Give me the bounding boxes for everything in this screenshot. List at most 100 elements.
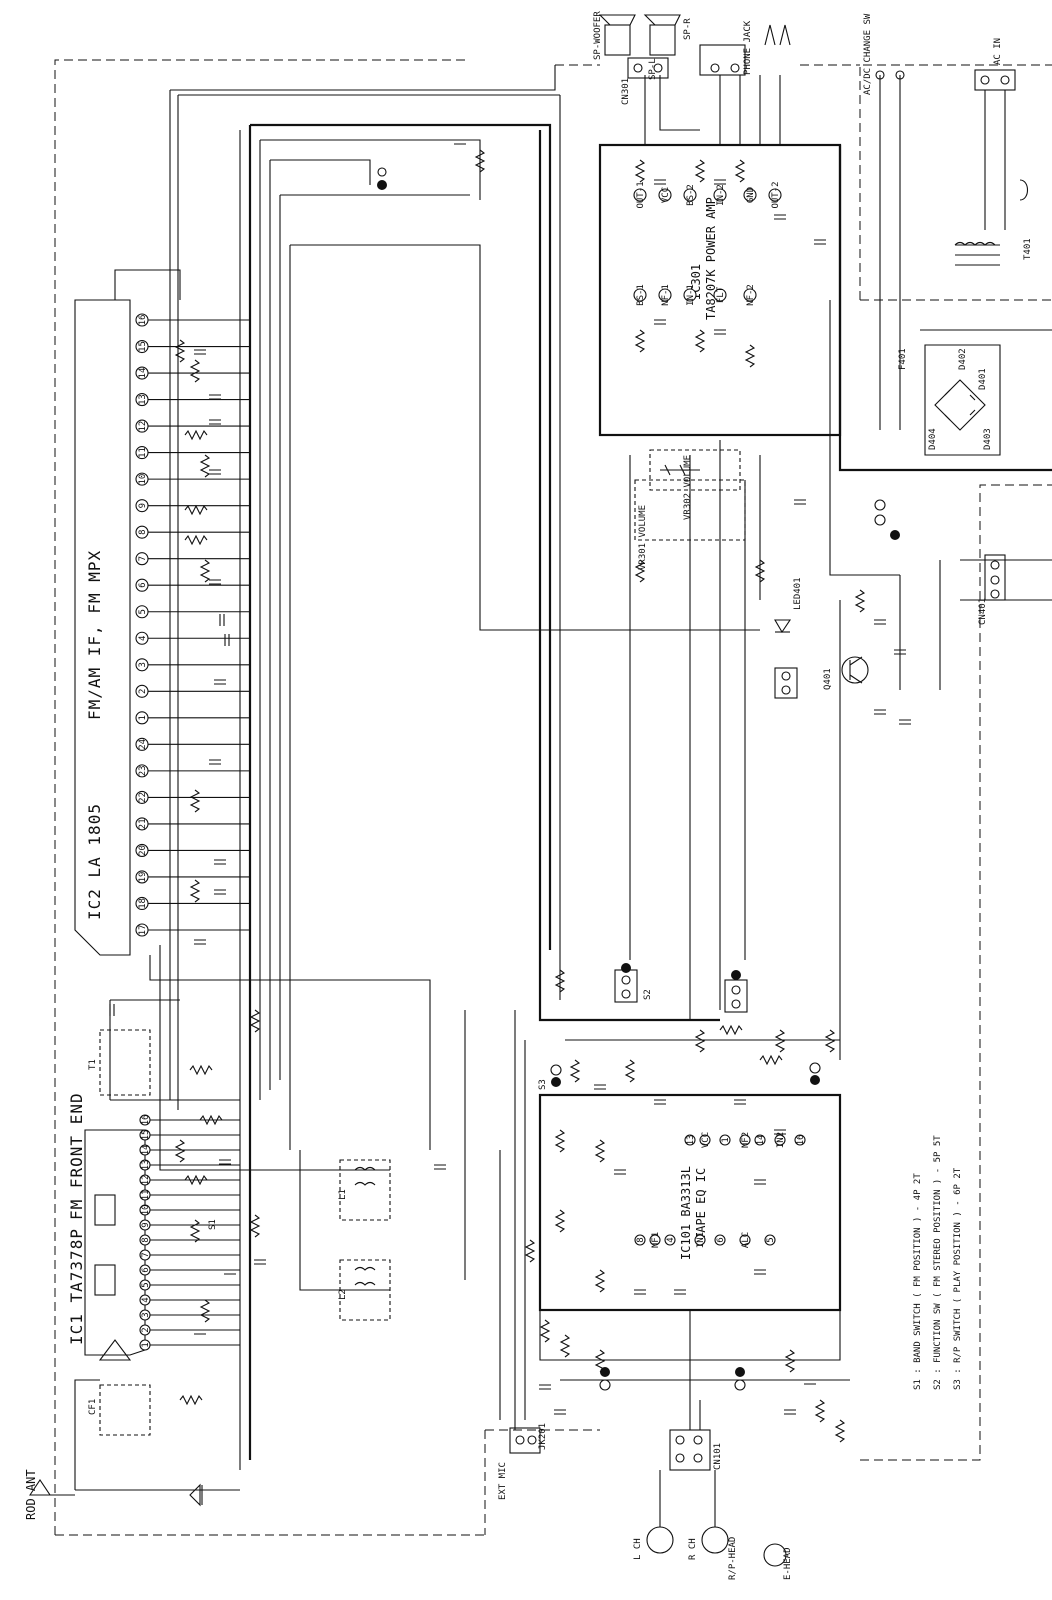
sp-woofer-label: SP-WOOFER: [593, 11, 603, 60]
ic1-pin-16: 16: [139, 1114, 151, 1126]
svg-text:NF-1: NF-1: [661, 284, 671, 306]
ic1-pin-7: 7: [139, 1249, 151, 1261]
svg-text:NF2: NF2: [741, 1132, 751, 1148]
svg-text:1: 1: [721, 1137, 731, 1142]
r-ch-head: [701, 1526, 729, 1554]
ic1-pin-10: 10: [139, 1204, 151, 1216]
svg-text:14: 14: [756, 1135, 766, 1146]
ic101-subtitle: TAPE EQ IC: [694, 1168, 708, 1240]
speaker-right: [649, 24, 676, 56]
svg-text:ALC: ALC: [741, 1232, 751, 1248]
f401-label: F401: [898, 348, 908, 370]
svg-text:8: 8: [141, 1237, 151, 1242]
q401-transistor: [841, 656, 869, 684]
ic2-pin-11: 11: [135, 446, 149, 460]
svg-text:19: 19: [138, 872, 148, 883]
ic301-pin-7: NF-1: [658, 284, 672, 306]
svg-text:4: 4: [138, 636, 148, 641]
svg-text:16: 16: [796, 1135, 806, 1146]
svg-text:16: 16: [138, 315, 148, 326]
ic101-bottom-pin-5: ALC: [739, 1232, 751, 1248]
wiring: [74, 65, 1052, 1491]
svg-text:8: 8: [138, 529, 148, 534]
svg-text:IN-2: IN-2: [716, 184, 726, 206]
svg-text:BS-2: BS-2: [686, 184, 696, 206]
erase-head: [763, 1543, 787, 1567]
svg-text:10: 10: [141, 1205, 151, 1216]
ic2-block: IC2 LA 1805 FM/AM IF, FM MPX 16151413121…: [74, 269, 250, 956]
ic2-pin-20: 20: [135, 843, 149, 857]
ic1-pin-15: 15: [139, 1129, 151, 1141]
svg-text:5: 5: [766, 1237, 776, 1242]
svg-text:13: 13: [141, 1160, 151, 1171]
ic101-bottom-pin-2: 4: [664, 1234, 676, 1246]
transformer-t401: T401: [954, 238, 1033, 266]
l2-label: L2: [338, 1289, 348, 1300]
svg-text:OUT-2: OUT-2: [771, 181, 781, 208]
s1-contact: [377, 180, 387, 190]
d403-label: D403: [983, 428, 993, 450]
ic101-top-pin-4: 14: [754, 1134, 766, 1146]
ic101-top-pin-0: 13: [684, 1134, 696, 1146]
svg-text:4: 4: [666, 1237, 676, 1242]
ic2-pin-12: 12: [135, 419, 149, 433]
ic2-pin-19: 19: [135, 870, 149, 884]
svg-text:15: 15: [141, 1130, 151, 1141]
svg-text:13: 13: [138, 394, 148, 405]
svg-text:BS-1: BS-1: [636, 284, 646, 306]
svg-text:14: 14: [138, 368, 148, 379]
svg-text:18: 18: [138, 898, 148, 909]
svg-text:21: 21: [138, 818, 148, 829]
svg-text:10: 10: [138, 474, 148, 485]
board-outline: [54, 59, 1052, 1536]
svg-text:FLT: FLT: [716, 286, 726, 303]
svg-text:6: 6: [138, 583, 148, 588]
s3-label: S3: [538, 1079, 548, 1090]
legend-s2: S2 : FUNCTION SW ( FM STEREO POSITION ) …: [933, 1135, 943, 1390]
ic2-pin-16: 16: [135, 313, 149, 327]
ic1-pin-2: 2: [139, 1324, 151, 1336]
l1-label: L1: [338, 1189, 348, 1200]
ic101-top-pin-5: IN2: [774, 1132, 786, 1148]
ic301-pin-9: FLT: [713, 286, 727, 303]
cf1-label: CF1: [88, 1399, 98, 1415]
led401-label: LED401: [793, 577, 803, 610]
ext-mic-label: EXT MIC: [498, 1462, 508, 1500]
svg-text:9: 9: [141, 1222, 151, 1227]
svg-text:9: 9: [138, 503, 148, 508]
d401-label: D401: [978, 368, 988, 390]
osc-box: [94, 1194, 116, 1226]
speaker-woofer: [604, 24, 631, 56]
ic2-title: IC2 LA 1805: [85, 803, 104, 920]
svg-text:13: 13: [686, 1135, 696, 1146]
svg-text:2: 2: [141, 1327, 151, 1332]
ic101-bottom-pin-4: 6: [714, 1234, 726, 1246]
cn101-label: CN101: [713, 1443, 723, 1470]
svg-text:20: 20: [138, 845, 148, 856]
ic2-pin-17: 17: [135, 923, 149, 937]
ic2-pin-15: 15: [135, 339, 149, 354]
ic2-pin-3: 3: [135, 658, 149, 672]
ic1-pin-9: 9: [139, 1219, 151, 1231]
svg-text:7: 7: [138, 556, 148, 561]
svg-text:6: 6: [716, 1237, 726, 1242]
ic2-pin-18: 18: [135, 896, 149, 911]
svg-text:1: 1: [141, 1342, 151, 1347]
ic101-top-pin-6: 16: [794, 1134, 806, 1146]
ic101-bottom-pin-3: IN1: [694, 1232, 706, 1248]
ic1-pin-3: 3: [139, 1309, 151, 1321]
ic301-subtitle: TA8207K POWER AMP: [704, 197, 718, 320]
e-head-label: E-HEAD: [783, 1547, 793, 1580]
sp-l-label: SP-L: [648, 58, 658, 80]
ic2-pin-7: 7: [135, 552, 149, 566]
vr302-label: VR302 VOLUME: [683, 455, 693, 520]
coils: L1 L2 T1 CF1: [88, 1029, 391, 1436]
svg-text:2: 2: [138, 689, 148, 694]
t401-label: T401: [1023, 238, 1033, 260]
ic1-pin-12: 12: [139, 1174, 151, 1186]
mix-box: [94, 1264, 116, 1296]
